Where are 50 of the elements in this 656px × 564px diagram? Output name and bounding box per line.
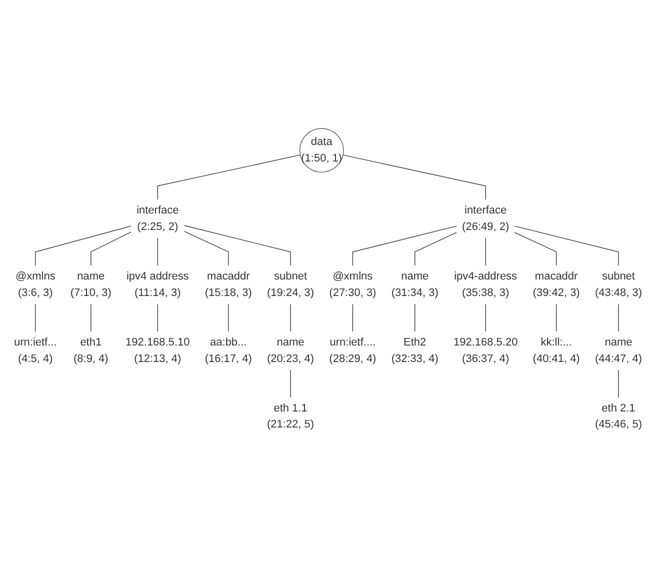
node-text: interface (2:25, 2) [136,204,179,232]
connector [157,304,158,332]
node-text: name (31:34, 3) [391,270,438,298]
node-text: subnet (43:48, 3) [594,270,642,298]
connector [90,231,132,266]
connector [485,304,486,332]
node-text: macaddr (39:42, 3) [532,270,580,298]
node-text: name (44:47, 4) [594,336,642,364]
node-text: urn:ietf.... (28:29, 4) [329,336,376,364]
connector [485,238,486,266]
node-text: macaddr (15:18, 3) [204,270,252,298]
node-text: aa:bb... (16:17, 4) [204,336,252,364]
node-text: subnet (19:24, 3) [267,270,314,298]
connector [290,304,291,332]
connector [618,369,619,398]
connector [157,238,158,266]
connector [35,304,36,332]
node-text: kk:ll:... (40:41, 4) [532,336,580,364]
node-text: 192.168.5.10 (12:13, 4) [126,336,190,364]
node-text: urn:ietf... (4:5, 4) [14,336,57,364]
node-text: @xmlns (27:30, 3) [329,270,376,298]
connector [414,304,416,332]
node-text: eth 2.1 (45:46, 5) [594,402,642,430]
node-circle [299,128,344,172]
connector [414,232,457,266]
node-text: eth 1.1 (21:22, 5) [267,402,314,430]
connector [352,304,354,332]
connector [157,154,301,200]
connector [90,304,92,332]
node-text: ipv4-address (35:38, 3) [454,270,518,298]
connector [184,230,229,266]
node-text: interface (26:49, 2) [462,204,510,232]
connector [228,304,229,332]
connector [184,224,291,266]
node-text: @xmlns (3:6, 3) [15,270,56,298]
connector [35,225,132,266]
connector [290,369,291,398]
tree-diagram: data (1:50, 1) interface (2:25, 2) @xmlns (3:6, 3) urn:ietf... (4:5, 4) name (7:10, 3) eth1 (8:9, 4) ipv4 address (11:14, 3) 192.168.5.10 (12:13, 4) macaddr (15:18, 3) aa:bb... (16:17, 4) subnet (19:24, 3) name (20:23, 4) eth 1.1 (21:22, 5) interface (26:49, 2) @xmlns (27:30, 3) urn:ietf.... (28:29, 4) name (31:34, 3) Eth2 (32:33, 4) ipv4-address (35:38, 3) 192.168.5.20 (36:37, 4) macaddr (39:42, 3) kk:ll:... (40:41, 4) subnet (43:48, 3) name (44:47, 4) eth 2.1 (45:46, 5) [3,122,653,442]
connector [342,154,486,200]
node-text: name (20:23, 4) [267,336,314,364]
connector [352,226,457,266]
node-text: 192.168.5.20 (36:37, 4) [453,336,518,364]
node-text: name (7:10, 3) [70,270,112,298]
connector [514,226,619,266]
connector [556,304,557,332]
connector [618,304,619,332]
node-text: eth1 (8:9, 4) [73,336,108,364]
node-text: ipv4 address (11:14, 3) [126,270,189,298]
node-text: Eth2 (32:33, 4) [391,336,438,364]
connector [514,232,557,266]
